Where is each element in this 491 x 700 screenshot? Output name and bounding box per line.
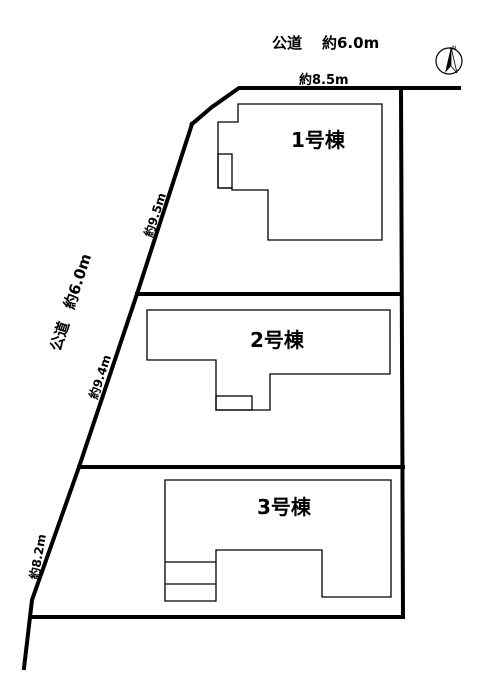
building-2-label: 2号棟 <box>250 328 305 352</box>
lot-boundary-east <box>398 85 406 620</box>
north-frontage-label: 約8.5m <box>299 72 349 88</box>
west-road-label: 公道 約6.0m <box>47 251 95 353</box>
building-3: 3号棟 <box>164 479 392 602</box>
lot-boundary-north <box>189 86 461 127</box>
north-road-label: 公道 約6.0m <box>272 34 379 52</box>
compass-north-letter: N <box>452 45 457 52</box>
building-1: 1号棟 <box>217 103 383 241</box>
west-frontage-lot1-label: 約9.5m <box>141 191 169 239</box>
building-1-label: 1号棟 <box>291 128 346 152</box>
building-2: 2号棟 <box>146 309 391 411</box>
lot-boundary-west <box>21 121 195 671</box>
north-arrow-icon: N <box>435 45 463 75</box>
building-3-label: 3号棟 <box>257 495 312 519</box>
west-road-name: 公道 <box>47 319 73 353</box>
west-road-width: 約6.0m <box>60 251 95 311</box>
north-road-name: 公道 <box>272 34 302 52</box>
north-road-width: 約6.0m <box>322 34 379 52</box>
